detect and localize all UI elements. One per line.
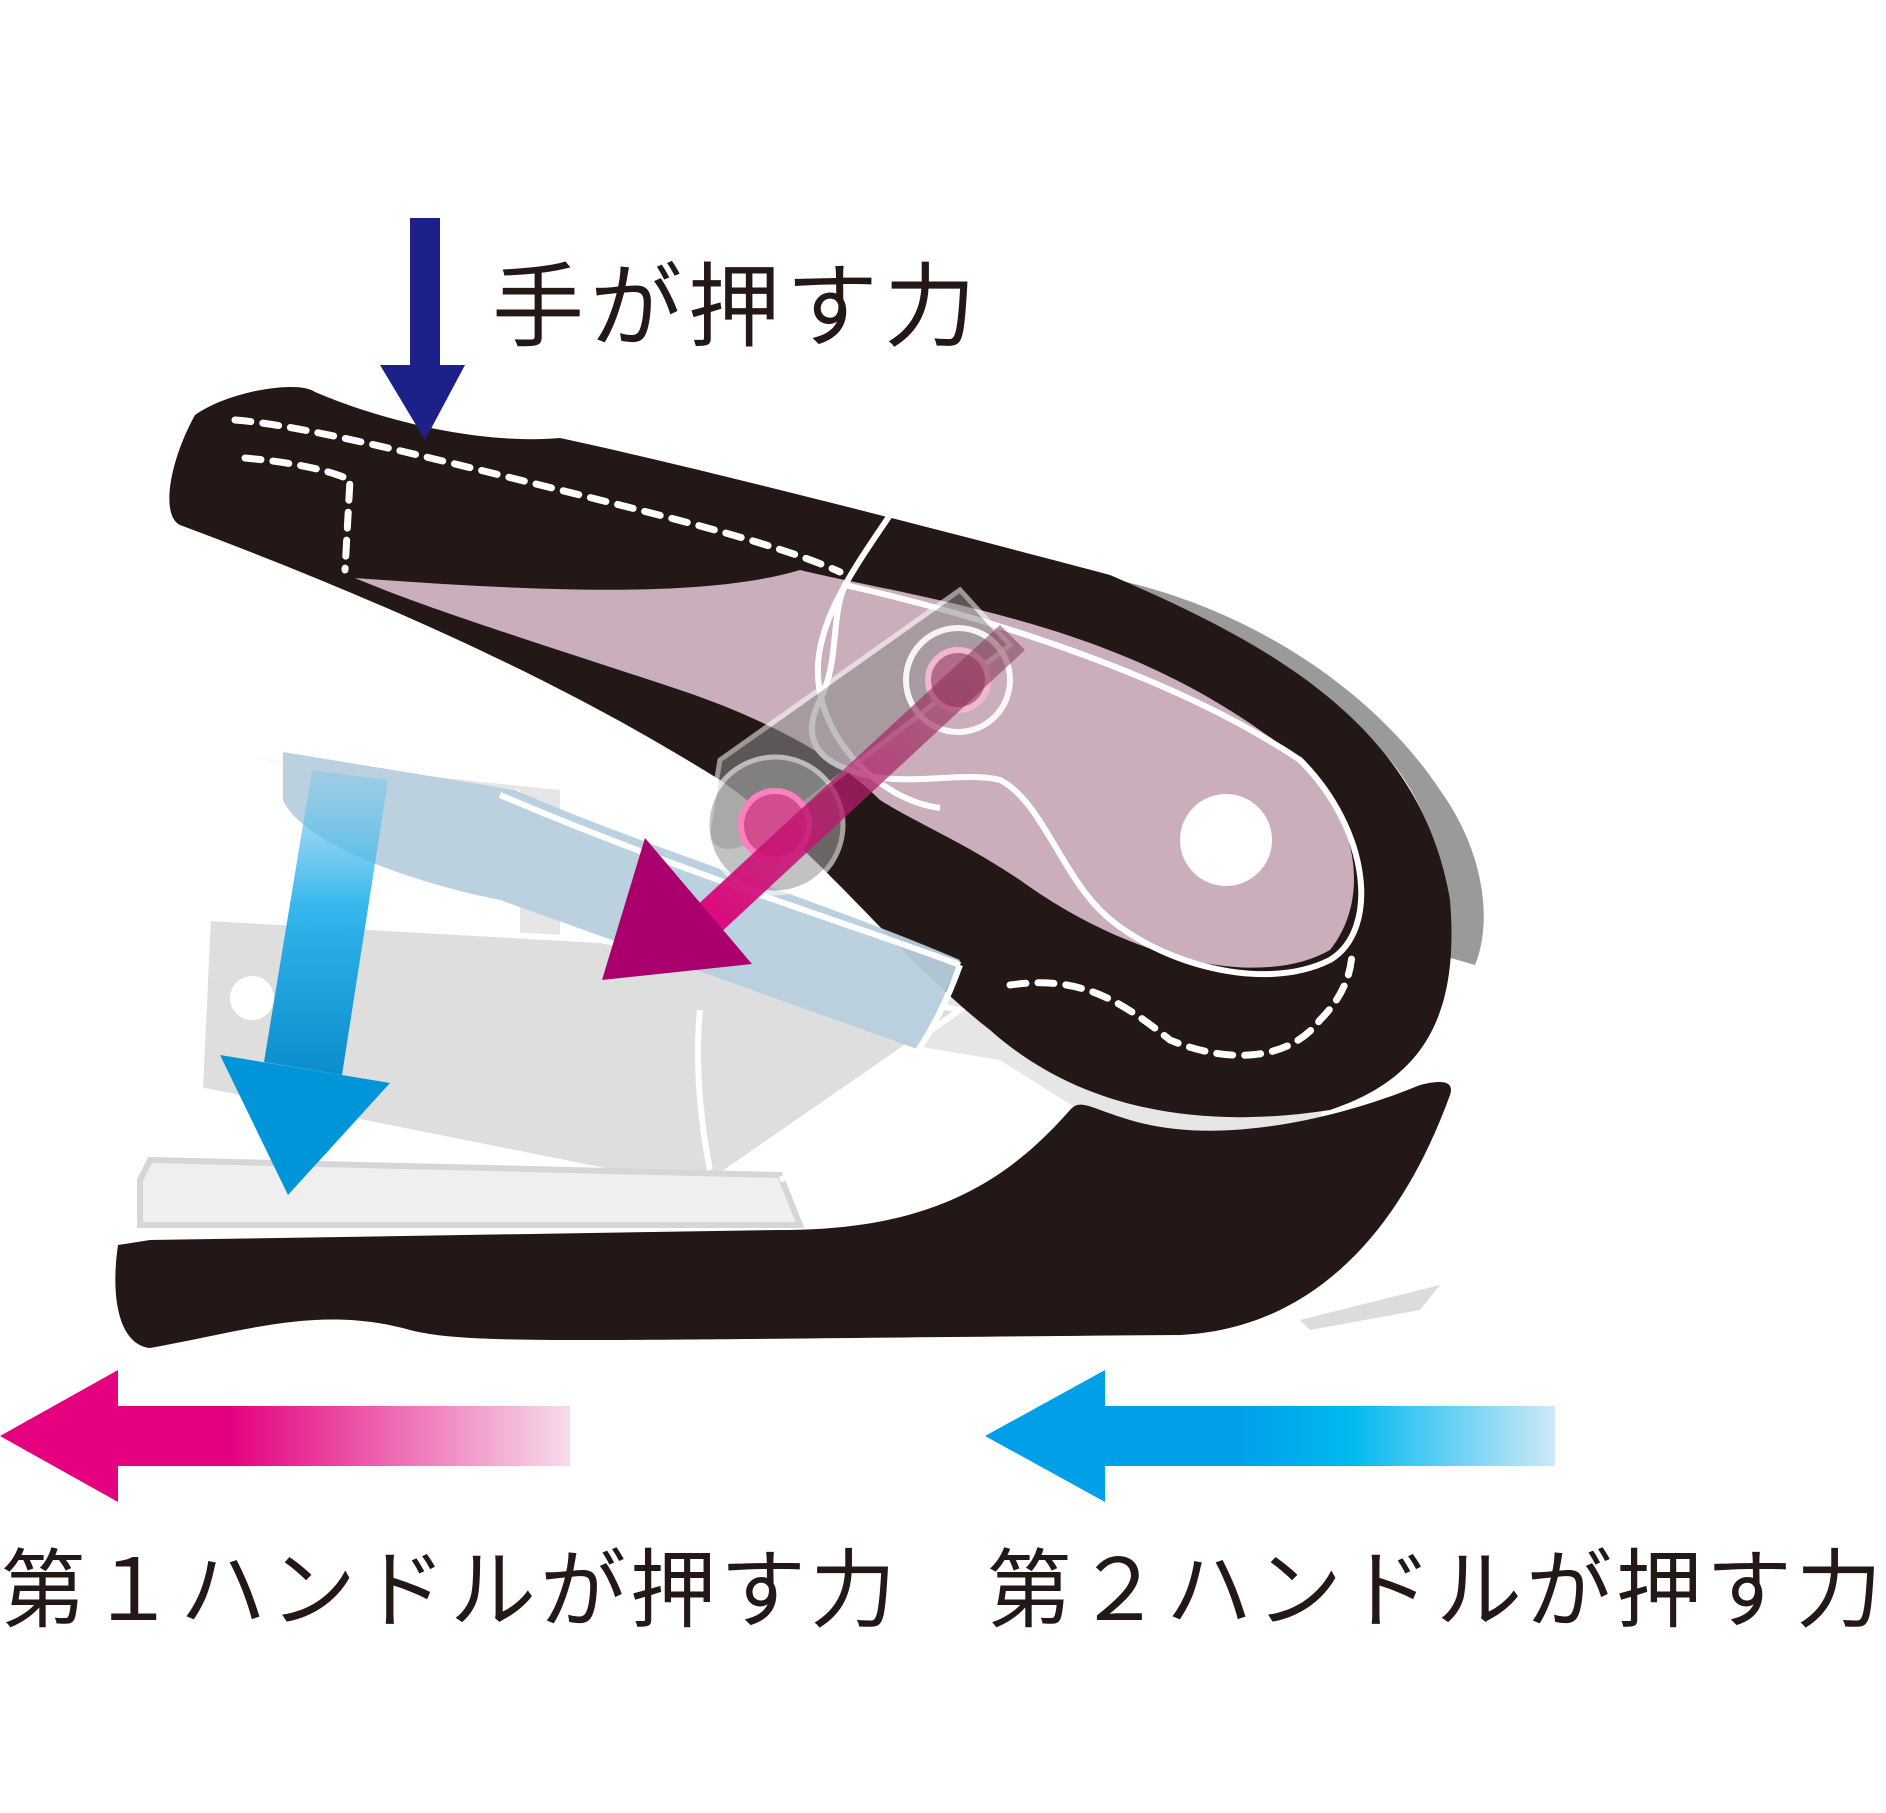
upper-pivot-ring <box>903 625 1013 735</box>
second-handle-tint <box>283 752 960 1050</box>
handle-slot-outline <box>814 513 941 811</box>
dashed-handle-outline <box>231 416 844 576</box>
first-handle-force-arrow <box>602 625 1025 980</box>
handle-pivot-hole <box>1180 794 1272 886</box>
second-handle-outline <box>498 792 963 1183</box>
hand-force-arrow <box>380 218 465 440</box>
spring-hole <box>230 976 274 1020</box>
second-handle-legend-arrow <box>985 1370 1555 1502</box>
first-handle-legend-arrow <box>0 1370 570 1502</box>
hand-force-label: 手が押す力 <box>492 254 983 361</box>
dashed-mechanism-outline <box>1006 946 1356 1059</box>
first-handle-force-label: 第１ハンドルが押す力 <box>0 1541 900 1641</box>
stapler-base <box>115 1082 1451 1348</box>
second-handle-force-label: 第２ハンドルが押す力 <box>986 1541 1886 1641</box>
second-handle-force-arrow <box>220 770 390 1195</box>
stapler-force-diagram <box>0 218 1555 1502</box>
